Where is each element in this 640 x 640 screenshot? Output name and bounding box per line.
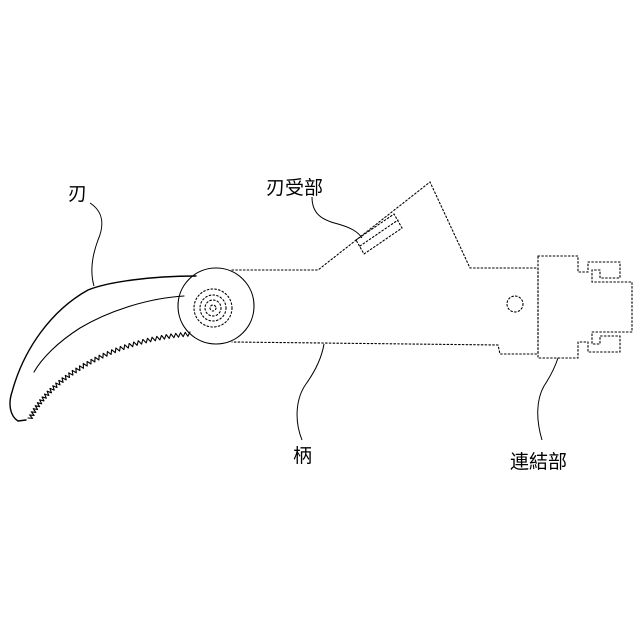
handle — [232, 182, 538, 354]
pivot-ring-3 — [205, 300, 221, 316]
pivot-ring-2 — [200, 295, 226, 321]
handle-outline — [232, 182, 538, 354]
leader-blade — [90, 203, 102, 286]
leader-blade-receiver — [312, 197, 362, 238]
leader-coupling — [538, 358, 558, 440]
leader-lines — [90, 197, 558, 440]
blade-receiver-block — [356, 214, 402, 254]
blade — [10, 276, 196, 421]
leader-handle — [297, 344, 324, 440]
coupling-outline — [538, 256, 632, 358]
blade-spine-line — [34, 296, 184, 372]
blade-serrated-edge — [28, 332, 190, 418]
label-handle: 柄 — [293, 445, 312, 467]
label-coupling: 連結部 — [510, 451, 567, 473]
coupling — [538, 256, 632, 358]
label-blade: 刃 — [68, 183, 87, 205]
pivot-hub — [178, 268, 254, 344]
label-blade-receiver: 刃受部 — [266, 177, 323, 199]
pivot-center — [210, 305, 216, 311]
pivot-outer-circle — [178, 268, 254, 344]
handle-hole — [507, 296, 523, 312]
